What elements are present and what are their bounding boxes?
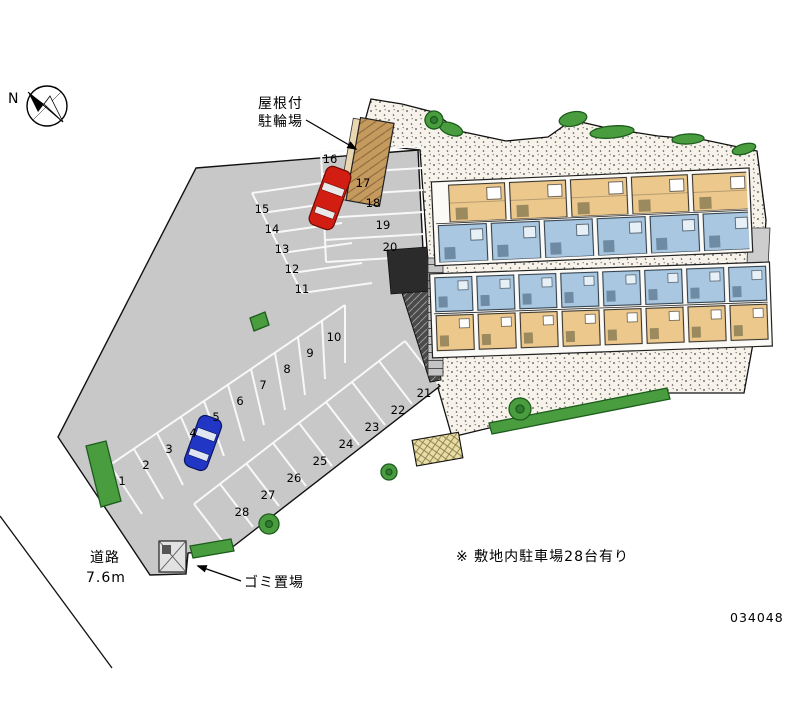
parking-space-22: 22 xyxy=(391,403,406,417)
building-upper-tan-row xyxy=(446,171,748,223)
slope-dark-block xyxy=(386,246,432,295)
parking-space-6: 6 xyxy=(236,394,243,408)
compass-icon xyxy=(26,85,68,127)
parking-space-numbers: 1 2 3 4 5 6 7 8 9 10 11 12 13 14 15 16 1… xyxy=(118,152,431,519)
parking-space-8: 8 xyxy=(283,362,290,376)
parking-space-9: 9 xyxy=(306,346,313,360)
tree-center xyxy=(515,404,525,414)
bush xyxy=(558,110,588,128)
site-note: ※ 敷地内駐車場28台有り xyxy=(456,548,629,565)
tree-center xyxy=(385,468,393,476)
bicycle-parking-label-line1: 屋根付 xyxy=(258,96,303,112)
greenery-group xyxy=(85,110,757,559)
blue-car xyxy=(183,414,223,472)
bush xyxy=(731,142,757,156)
building-lower-divider xyxy=(434,301,768,315)
parking-space-1: 1 xyxy=(118,474,125,488)
bush xyxy=(671,133,705,145)
parking-space-28: 28 xyxy=(235,505,250,519)
parking-space-17: 17 xyxy=(356,176,371,190)
parking-space-14: 14 xyxy=(265,222,280,236)
parking-space-7: 7 xyxy=(259,378,266,392)
building-lower-blue-row xyxy=(432,265,768,313)
tree-center xyxy=(264,519,274,529)
building-block-lower xyxy=(429,261,773,359)
parking-space-18: 18 xyxy=(366,196,381,210)
stalls-11-15-lines xyxy=(251,182,373,294)
parking-space-5: 5 xyxy=(212,410,219,424)
tree-center xyxy=(429,115,439,125)
parking-space-12: 12 xyxy=(285,262,300,276)
parking-space-3: 3 xyxy=(165,442,172,456)
garbage-structure xyxy=(158,540,187,573)
parking-space-2: 2 xyxy=(142,458,149,472)
building-upper-divider xyxy=(436,209,748,225)
green-strip-bottom xyxy=(189,538,235,559)
building-lower-tan-row xyxy=(434,303,770,353)
road-edge-line xyxy=(0,515,113,669)
building-block-upper xyxy=(430,167,754,267)
parking-space-13: 13 xyxy=(275,242,290,256)
parking-space-16: 16 xyxy=(323,152,338,166)
drawing-number: 034048 xyxy=(730,610,784,625)
parking-space-27: 27 xyxy=(261,488,276,502)
parking-space-24: 24 xyxy=(339,437,354,451)
building-upper-blue-row xyxy=(436,211,750,263)
parking-space-25: 25 xyxy=(313,454,328,468)
parking-space-20: 20 xyxy=(383,240,398,254)
parking-space-10: 10 xyxy=(327,330,342,344)
parking-space-4: 4 xyxy=(189,426,196,440)
north-label: N xyxy=(8,91,18,107)
green-strip-left xyxy=(85,440,122,508)
green-strip-long xyxy=(488,387,671,435)
bicycle-parking-label-line2: 駐輪場 xyxy=(258,113,303,130)
parking-space-21: 21 xyxy=(417,386,432,400)
road-width-label: 7.6m xyxy=(86,570,126,586)
bush xyxy=(589,125,635,139)
parking-space-15: 15 xyxy=(255,202,270,216)
road-label: 道路 xyxy=(90,550,120,566)
lattice-structure xyxy=(411,431,464,467)
parking-space-26: 26 xyxy=(287,471,302,485)
garbage-area-label: ゴミ置場 xyxy=(244,574,304,591)
red-car xyxy=(308,165,352,231)
parking-space-11: 11 xyxy=(295,282,310,296)
parking-space-19: 19 xyxy=(376,218,391,232)
stalls-21-28-lines xyxy=(193,340,439,548)
annotation-arrows xyxy=(196,119,358,582)
green-strip-mid xyxy=(249,311,270,332)
parking-space-23: 23 xyxy=(365,420,380,434)
